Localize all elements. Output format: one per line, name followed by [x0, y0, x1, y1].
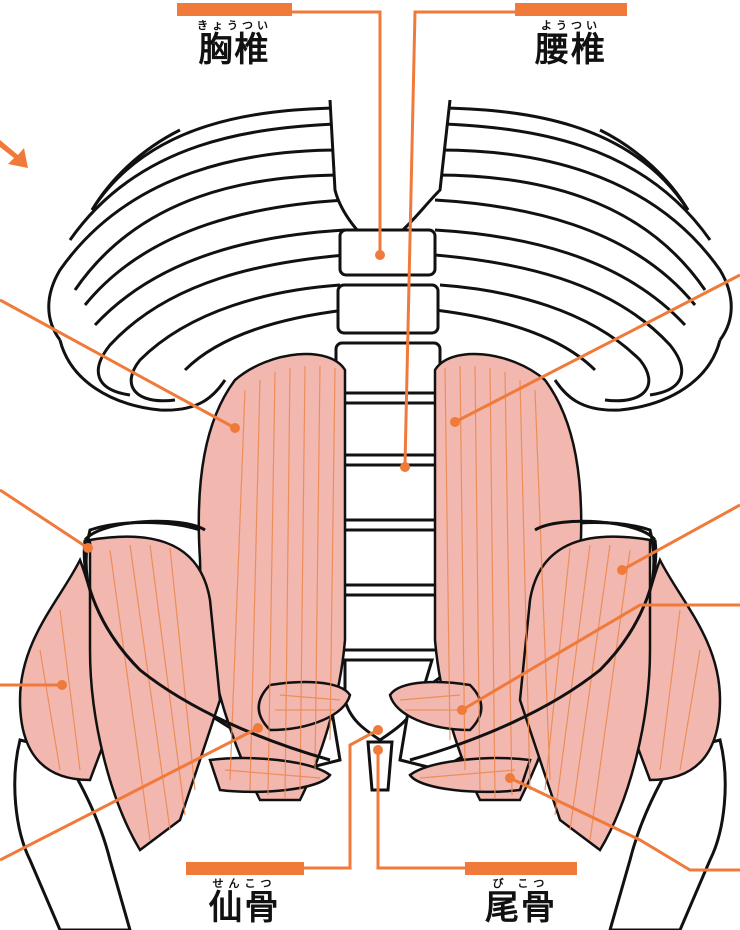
label-bar — [177, 3, 292, 16]
label-thoracic: きょうつい 胸椎 — [172, 3, 297, 68]
label-coccyx: び こつ 尾骨 — [462, 862, 580, 926]
label-sacrum: せんこつ 仙骨 — [182, 862, 307, 926]
label-kanji: 仙骨 — [182, 890, 307, 926]
label-bar — [465, 862, 577, 875]
label-kanji: 胸椎 — [172, 32, 297, 68]
label-kanji: 腰椎 — [512, 32, 630, 68]
label-lumbar: ようつい 腰椎 — [512, 3, 630, 68]
label-kanji: 尾骨 — [462, 890, 580, 926]
label-bar — [515, 3, 627, 16]
arrow-icon — [0, 140, 28, 168]
label-bar — [186, 862, 304, 875]
